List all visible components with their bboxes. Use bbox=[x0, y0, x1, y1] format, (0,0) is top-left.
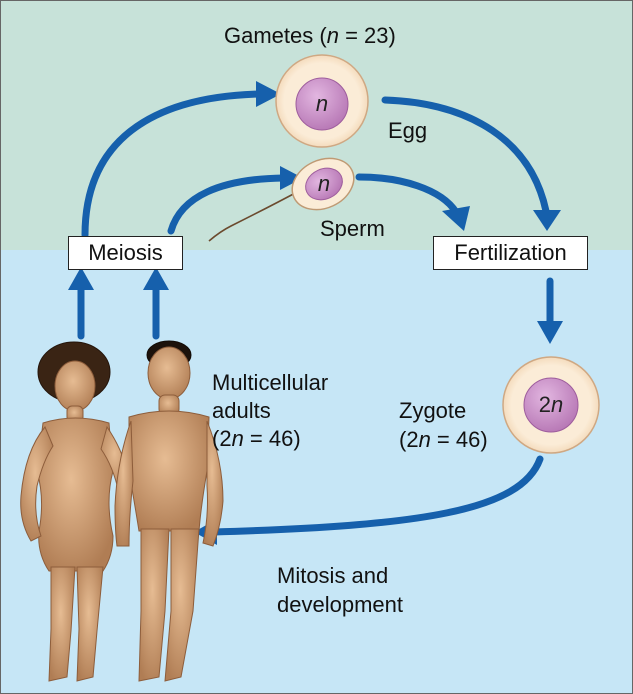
adults-ploidy-open: (2 bbox=[212, 426, 232, 451]
gametes-label-var: n bbox=[327, 23, 339, 48]
egg-label: Egg bbox=[388, 118, 427, 144]
zygote-nucleus-label: 2n bbox=[526, 392, 576, 418]
male-head bbox=[148, 347, 190, 399]
sperm-nucleus-label: n bbox=[304, 171, 344, 197]
adults-line1: Multicellular bbox=[212, 370, 328, 396]
adults-ploidy-close: = 46) bbox=[244, 426, 301, 451]
female-head bbox=[55, 361, 95, 411]
male-torso bbox=[129, 411, 209, 531]
mitosis-line1: Mitosis and bbox=[277, 563, 388, 589]
adults-ploidy: (2n = 46) bbox=[212, 426, 301, 452]
zygote-nucleus-num: 2 bbox=[539, 392, 551, 417]
zygote-ploidy-var: n bbox=[419, 427, 431, 452]
egg-nucleus-label: n bbox=[301, 91, 343, 117]
fertilization-box: Fertilization bbox=[433, 236, 588, 270]
egg-nucleus-n: n bbox=[316, 91, 328, 116]
mitosis-line2: development bbox=[277, 592, 403, 618]
gametes-label-prefix: Gametes ( bbox=[224, 23, 327, 48]
meiosis-box: Meiosis bbox=[68, 236, 183, 270]
sperm-label: Sperm bbox=[320, 216, 385, 242]
gametes-label: Gametes (n = 23) bbox=[224, 23, 396, 49]
zygote-nucleus-var: n bbox=[551, 392, 563, 417]
zygote-label: Zygote bbox=[399, 398, 466, 424]
zygote-ploidy-open: (2 bbox=[399, 427, 419, 452]
sperm-nucleus-n: n bbox=[318, 171, 330, 196]
adults-line2: adults bbox=[212, 398, 271, 424]
zygote-ploidy: (2n = 46) bbox=[399, 427, 488, 453]
zygote-ploidy-close: = 46) bbox=[431, 427, 488, 452]
adults-ploidy-var: n bbox=[232, 426, 244, 451]
gametes-label-suffix: = 23) bbox=[339, 23, 396, 48]
